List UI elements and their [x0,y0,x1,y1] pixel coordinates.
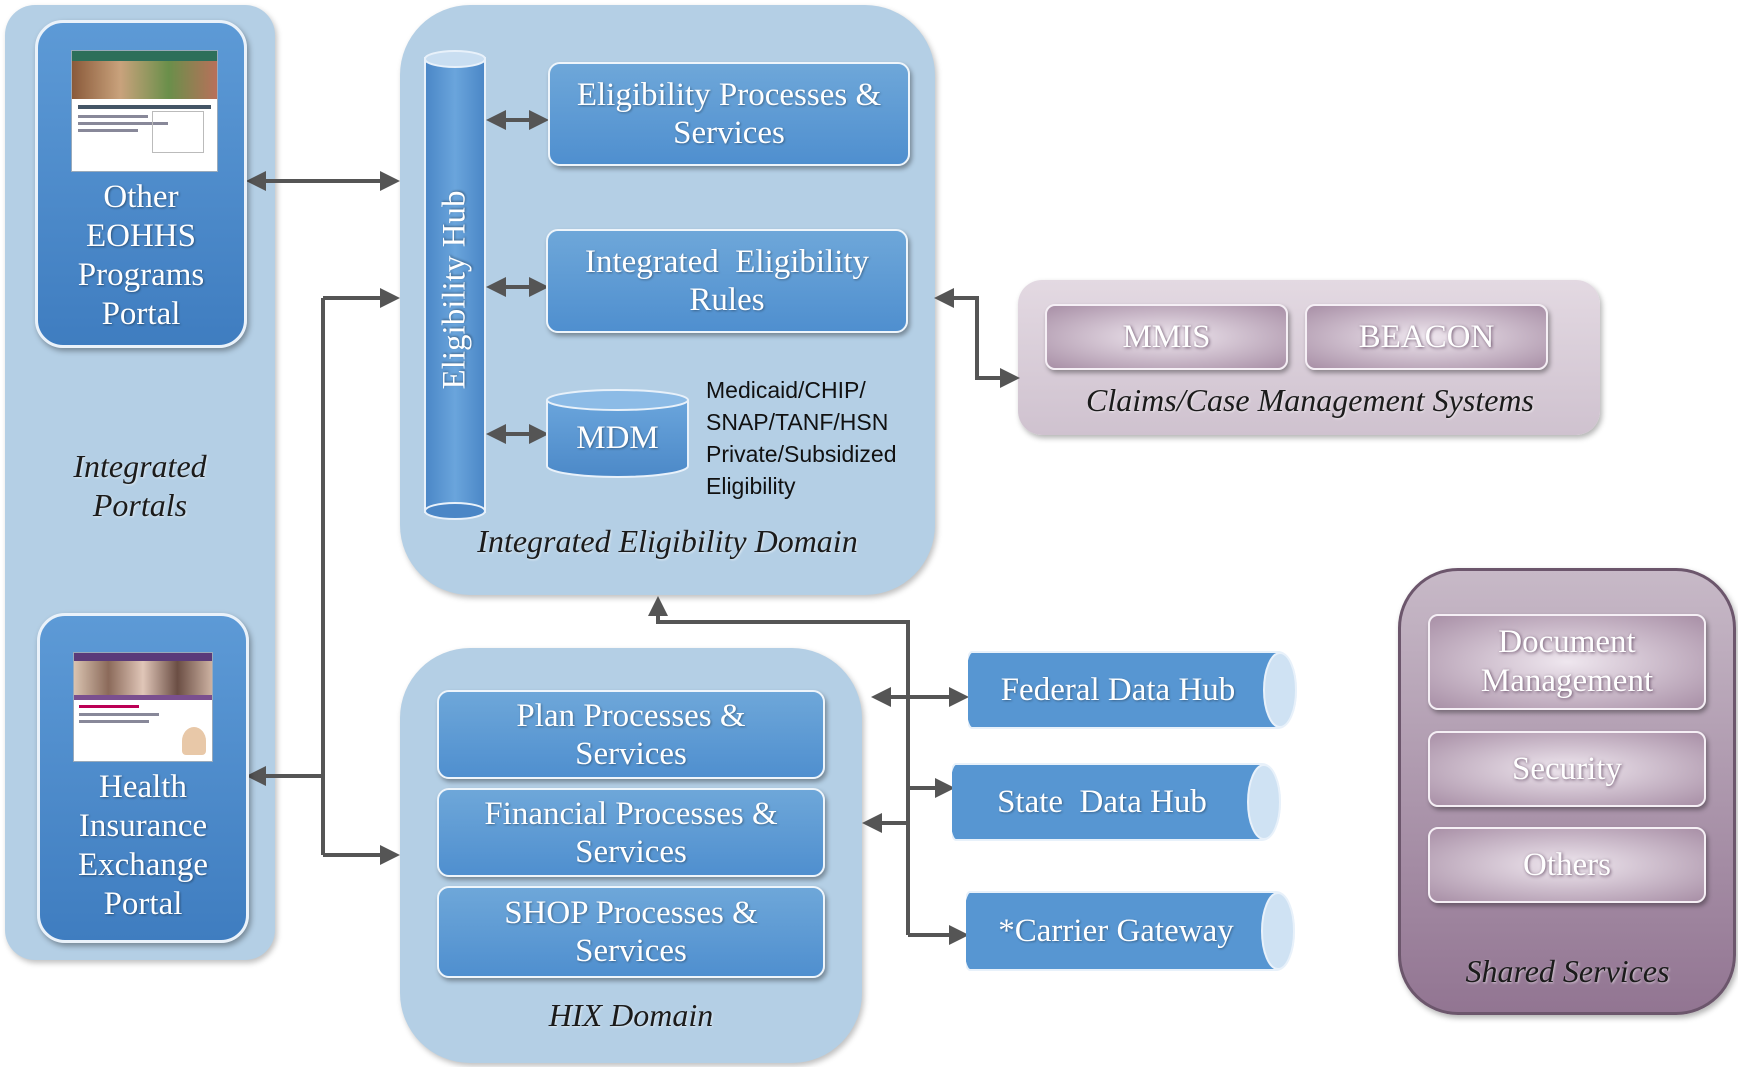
hix-domain-caption: HIX Domain [548,997,714,1033]
federal-data-hub[interactable]: Federal Data Hub [968,650,1300,730]
portal-screenshot-thumbnail [71,50,218,172]
other-portal-line-3: Programs [77,257,205,293]
integrated-eligibility-rules-box[interactable]: Integrated Eligibility Rules [546,229,908,333]
federal-data-hub-label: Federal Data Hub [1000,671,1236,708]
hix-portal-line-4: Portal [103,886,183,922]
beacon-box[interactable]: BEACON [1305,304,1548,370]
others-box[interactable]: Others [1428,827,1706,903]
mdm-label: MDM [576,420,659,456]
state-data-hub[interactable]: State Data Hub [952,762,1284,842]
hix-portal-line-3: Exchange [77,847,209,883]
mdm-programs-note: Medicaid/CHIP/ SNAP/TANF/HSN Private/Sub… [706,377,897,499]
health-insurance-exchange-portal[interactable]: Health Insurance Exchange Portal [37,613,249,943]
financial-processes-box[interactable]: Financial Processes & Services [437,788,825,877]
other-eohhs-portal[interactable]: Other EOHHS Programs Portal [35,20,247,348]
mdm-database[interactable]: MDM [545,388,690,480]
plan-processes-box[interactable]: Plan Processes & Services [437,690,825,779]
document-management-box[interactable]: Document Management [1428,614,1706,710]
eligibility-hub-label: Eligibility Hub [436,190,473,390]
security-box[interactable]: Security [1428,731,1706,807]
shared-services-caption: Shared Services [1465,953,1670,989]
hix-portal-line-1: Health [99,769,187,805]
eligibility-hub-cylinder[interactable]: Eligibility Hub [424,50,486,520]
claims-case-management-caption: Claims/Case Management Systems [1086,382,1534,418]
hix-portal-line-2: Insurance [78,808,208,844]
carrier-gateway-label: *Carrier Gateway [998,912,1234,949]
state-data-hub-label: State Data Hub [997,783,1207,820]
eligibility-processes-box[interactable]: Eligibility Processes & Services [548,62,910,166]
carrier-gateway[interactable]: *Carrier Gateway [966,890,1298,972]
other-portal-line-1: Other [103,179,179,215]
other-portal-line-4: Portal [101,296,181,332]
integrated-portals-caption: Integrated Portals [73,448,207,523]
portal-screenshot-thumbnail [73,652,213,762]
mmis-box[interactable]: MMIS [1045,304,1288,370]
integrated-eligibility-domain-caption: Integrated Eligibility Domain [477,523,858,559]
other-portal-line-2: EOHHS [85,218,196,254]
shop-processes-box[interactable]: SHOP Processes & Services [437,886,825,978]
